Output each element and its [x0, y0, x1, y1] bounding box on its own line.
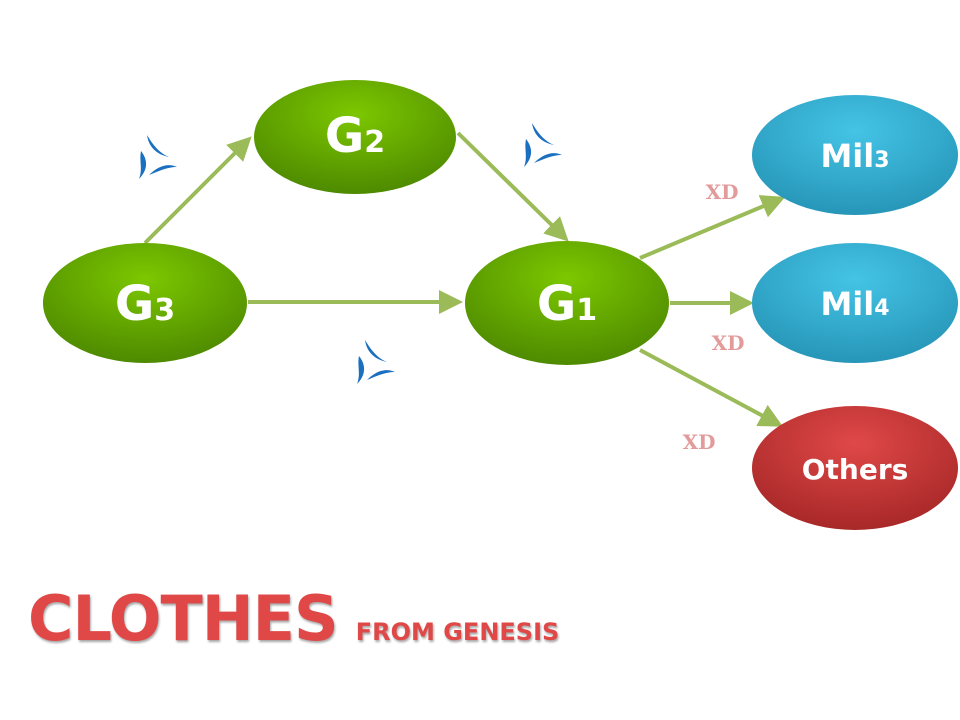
- node-mil3[interactable]: Mil3: [752, 95, 958, 215]
- node-g2[interactable]: G2: [254, 80, 456, 194]
- svg-text:G2: G2: [325, 108, 385, 164]
- title-sub: FROM GENESIS: [355, 618, 560, 646]
- edge-label-xd: XD: [712, 331, 745, 355]
- edge-label-xd: XD: [706, 180, 739, 204]
- svg-text:Mil3: Mil3: [820, 137, 889, 175]
- edge-g2-g1: [456, 131, 569, 242]
- svg-text:G3: G3: [115, 276, 175, 332]
- node-g2-label: G: [325, 108, 364, 164]
- node-mil3-label: Mil: [820, 137, 874, 175]
- edge-g1-others: [639, 348, 784, 427]
- node-others-label: Others: [802, 453, 909, 486]
- svg-text:G1: G1: [537, 276, 597, 332]
- node-g1-label: G: [537, 276, 576, 332]
- edge-g3-g2: [143, 136, 252, 245]
- node-g3[interactable]: G3: [43, 243, 247, 363]
- node-g1[interactable]: G1: [465, 241, 669, 365]
- tri-swirl-logo-icon: [357, 340, 395, 384]
- node-mil4[interactable]: Mil4: [752, 243, 958, 363]
- title-main: CLOTHES: [28, 582, 339, 655]
- node-others[interactable]: Others: [752, 406, 958, 530]
- edge-g1-mil3: [639, 195, 786, 260]
- svg-text:Mil4: Mil4: [820, 285, 889, 323]
- node-mil4-label: Mil: [820, 285, 874, 323]
- tri-swirl-logo-icon: [524, 123, 562, 167]
- edge-label-xd: XD: [683, 430, 716, 454]
- node-g3-label: G: [115, 276, 154, 332]
- title: CLOTHES FROM GENESIS: [28, 582, 559, 655]
- tri-swirl-logo-icon: [139, 135, 177, 179]
